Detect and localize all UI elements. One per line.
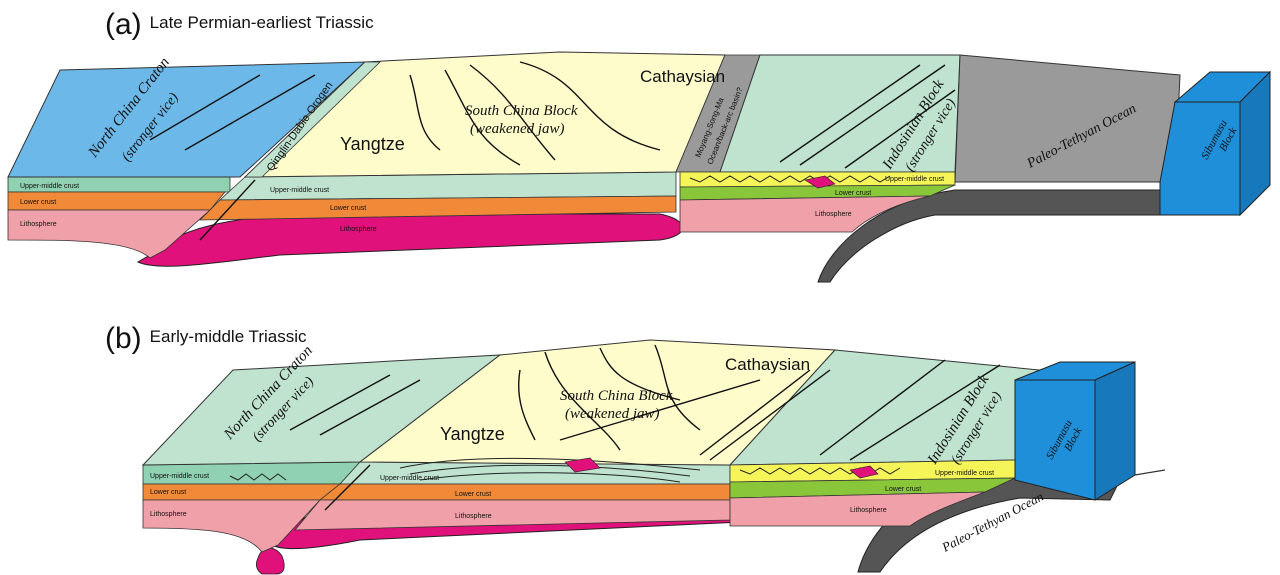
panel-a-sc-litho-label: Lithosphere (340, 226, 377, 233)
panel-b-south-china-label: South China Block (560, 388, 673, 404)
panel-a-ind-litho-label: Lithosphere (815, 211, 852, 218)
panel-b-nc-litho-label: Lithosphere (150, 511, 187, 518)
panel-b-cathaysian-label: Cathaysian (725, 355, 810, 374)
panel-a-block-diagram: North China Craton (stronger vice) Qingl… (8, 52, 1270, 282)
panel-b-yangtze-label: Yangtze (440, 424, 505, 444)
panel-b-south-china-sub: (weakened jaw) (565, 406, 660, 422)
panel-a-ind-upper-label: Upper-middle crust (885, 176, 944, 183)
panel-b-nc-upper-label: Upper-middle crust (150, 473, 209, 480)
panel-a-nc-upper-label: Upper-middle crust (20, 183, 79, 190)
panel-b-sc-litho-label: Lithosphere (455, 513, 492, 520)
panel-b-ind-lower-label: Lower crust (885, 486, 921, 493)
panel-a-ocean-top (955, 55, 1180, 182)
panel-a-yangtze-label: Yangtze (340, 134, 405, 154)
panel-a-sc-lithosphere-slab (138, 214, 683, 266)
panel-a-nc-litho-label: Lithosphere (20, 221, 57, 228)
panel-a-nc-lower-label: Lower crust (20, 199, 56, 206)
panel-a-sc-lower-label: Lower crust (330, 205, 366, 212)
panel-b-sc-lower-label: Lower crust (455, 491, 491, 498)
panel-b-sibumasu-side (1095, 362, 1135, 500)
panel-b-ind-upper-label: Upper-middle crust (935, 470, 994, 477)
panel-b-block-diagram: North China Craton (stronger vice) Yangt… (143, 340, 1165, 574)
panel-a-sibumasu-front (1160, 102, 1240, 215)
panel-b-nc-lower-label: Lower crust (150, 489, 186, 496)
panel-a-cathaysian-label: Cathaysian (640, 67, 725, 86)
panel-b-detached-slab (256, 548, 284, 574)
panel-a-ind-lower-label: Lower crust (835, 190, 871, 197)
panel-b-sibumasu-tail (1135, 470, 1165, 475)
panel-a-south-china-sub: (weakened jaw) (470, 121, 565, 137)
panel-a-south-china-label: South China Block (465, 103, 578, 119)
panel-a-sc-upper-label: Upper-middle crust (270, 187, 329, 194)
panel-b-sc-lower-crust (320, 484, 730, 500)
panel-b-ind-litho-label: Lithosphere (850, 507, 887, 514)
panel-b-sc-upper-label: Upper-middle crust (380, 475, 439, 482)
